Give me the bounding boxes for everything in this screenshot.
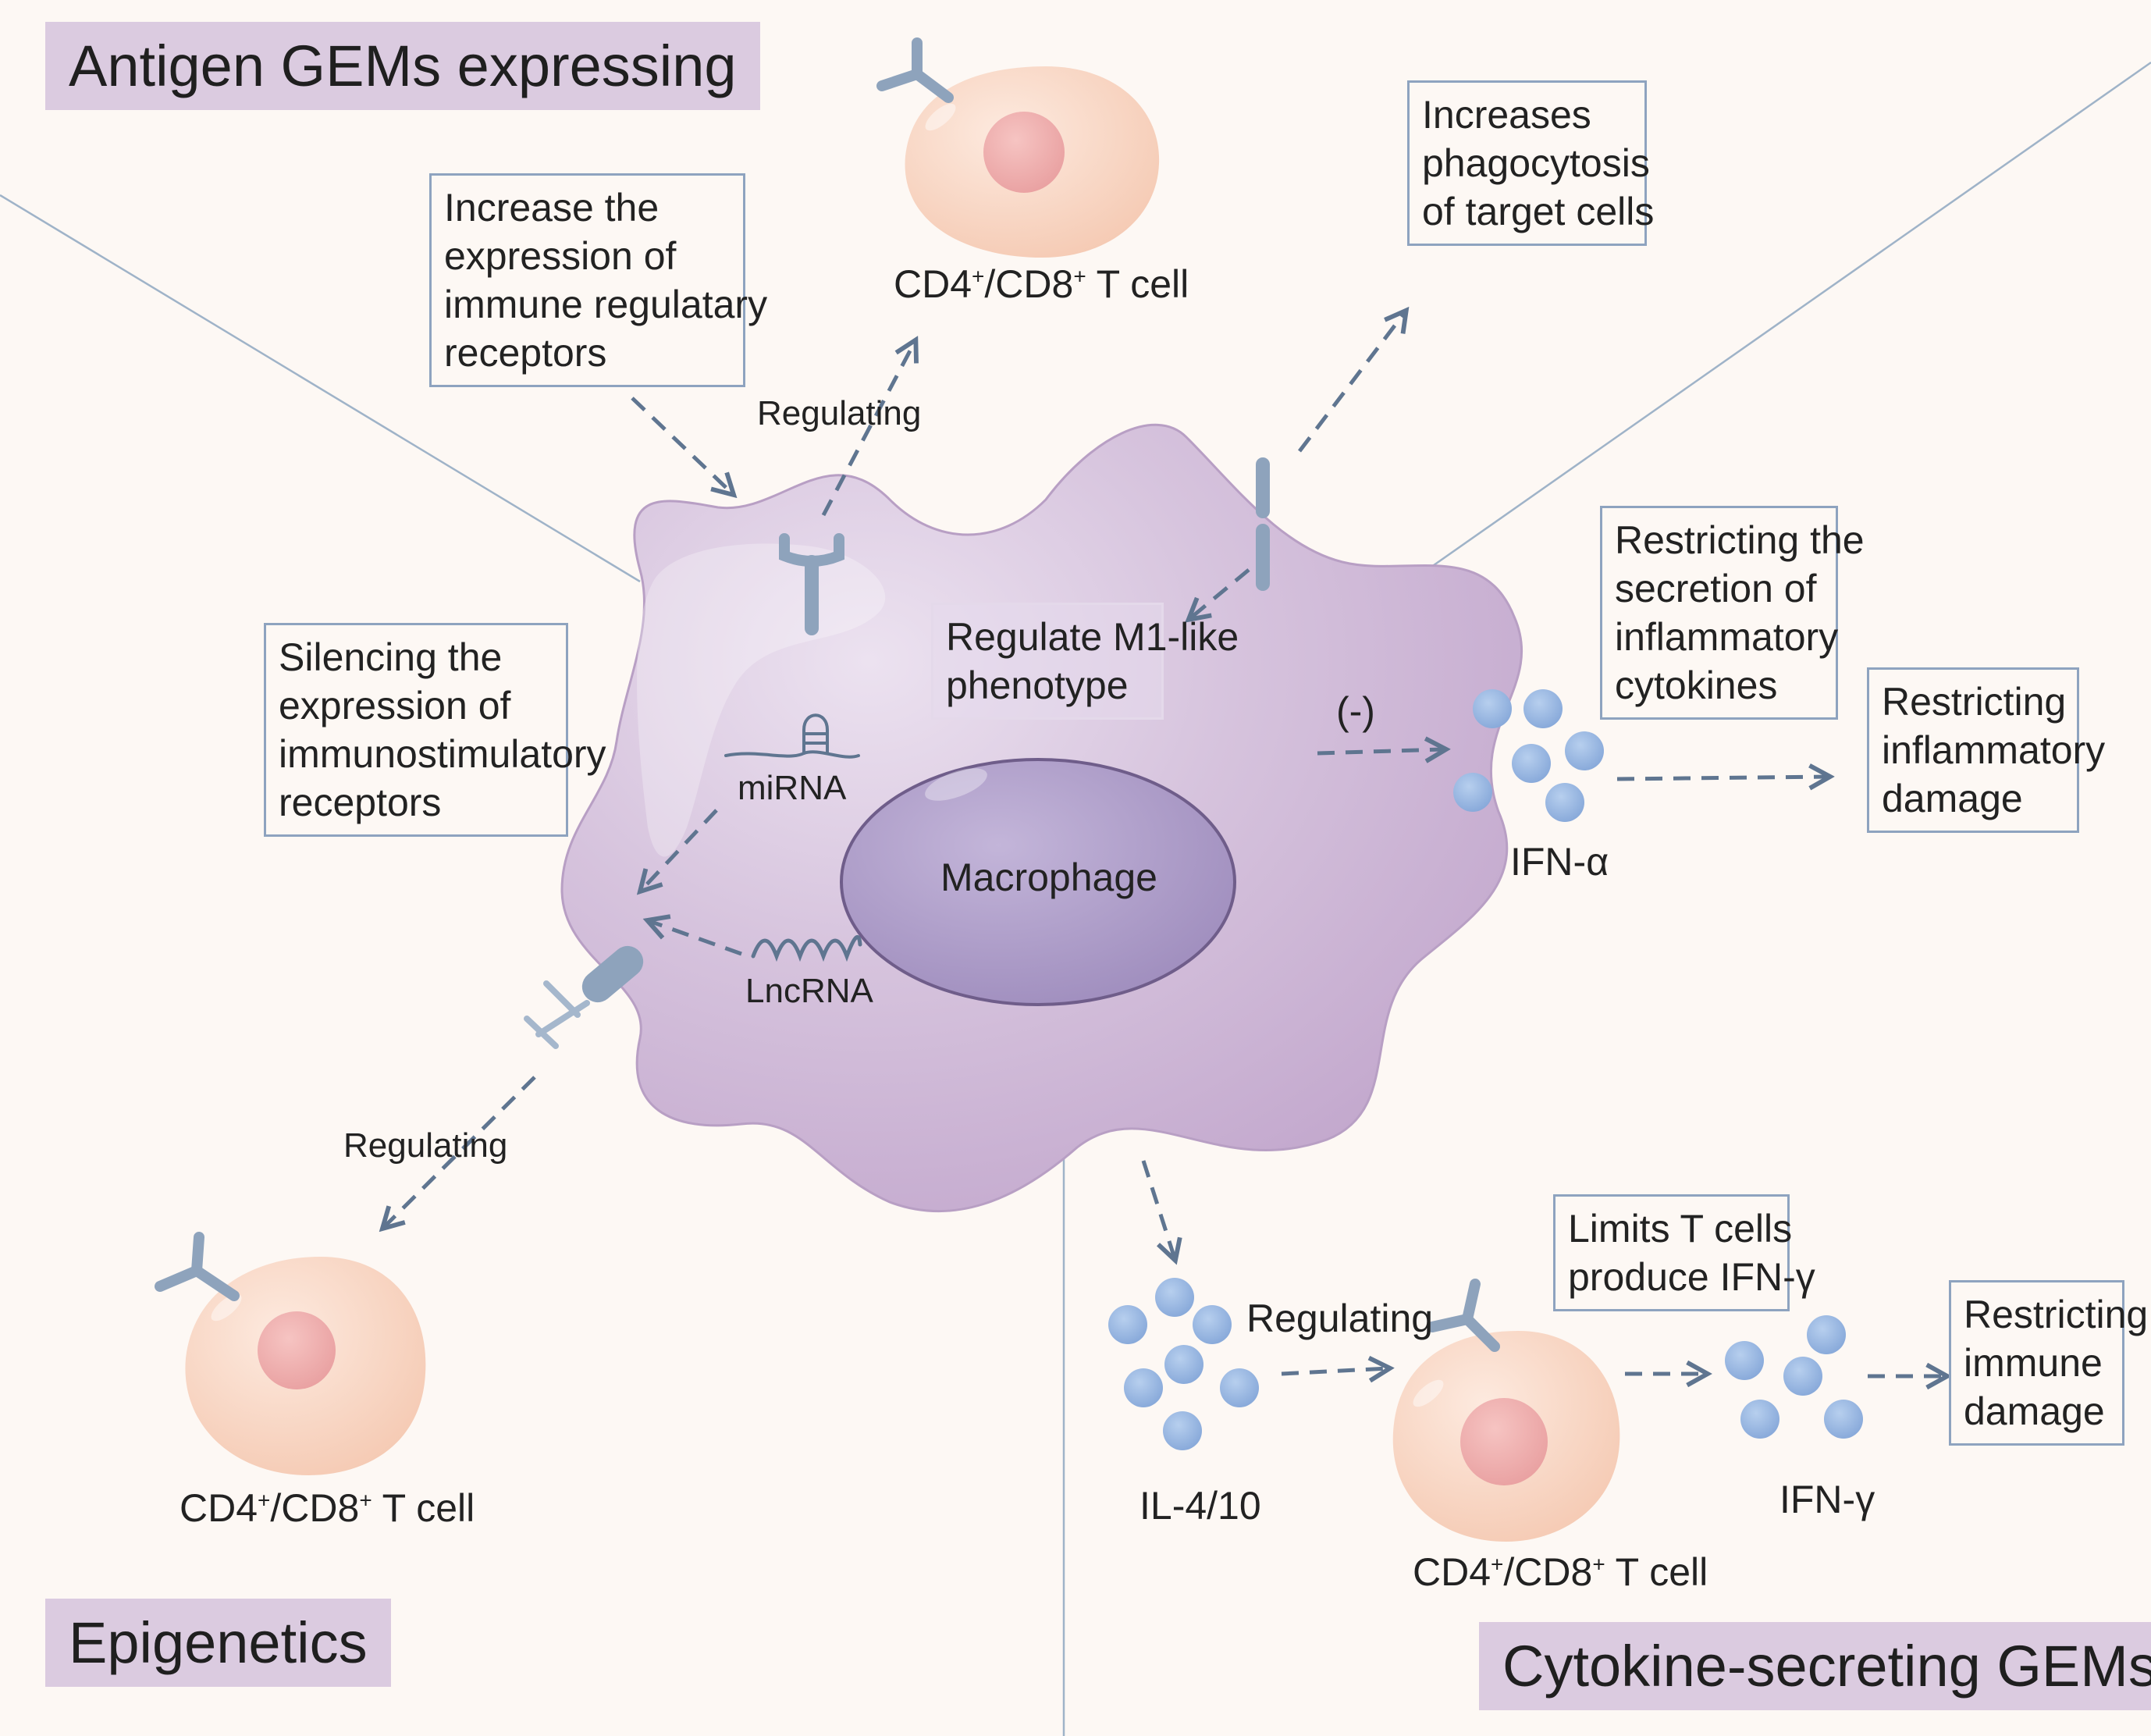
arrow-receptor-to-tcell-top bbox=[821, 342, 915, 517]
label-cd4: CD4 bbox=[1413, 1550, 1491, 1594]
label-t-cell: T cell bbox=[1615, 1550, 1708, 1594]
mirna-icon bbox=[724, 713, 860, 759]
note-line: secretion of bbox=[1615, 567, 1817, 610]
note-line: cytokines bbox=[1615, 663, 1778, 707]
note-line: produce IFN-γ bbox=[1568, 1255, 1815, 1299]
note-increase-expression: Increase the expression of immune regula… bbox=[429, 173, 768, 387]
note-line: immunostimulatory bbox=[279, 732, 606, 776]
t-cell-top bbox=[876, 37, 1160, 258]
arrow-receptor-to-m1 bbox=[1190, 568, 1250, 618]
note-line: damage bbox=[1964, 1389, 2105, 1433]
ifn-alpha-molecules bbox=[1453, 689, 1604, 822]
note-line: of target cells bbox=[1422, 190, 1655, 233]
macrophage-highlight bbox=[637, 543, 886, 857]
panel-label-cytokine: Cytokine-secreting GEMs bbox=[1479, 1622, 2151, 1710]
arrow-receptor-to-phagocytosis bbox=[1298, 312, 1405, 453]
arrow-inhibit-to-ifn-alpha bbox=[1317, 749, 1444, 753]
note-line: receptors bbox=[444, 331, 607, 375]
note-line: inflammatory bbox=[1615, 615, 1839, 659]
note-line: expression of bbox=[279, 684, 511, 727]
regulating-label-top: Regulating bbox=[757, 394, 922, 432]
ifn-alpha-label: IFN-α bbox=[1510, 840, 1609, 884]
note-limits-t-cells: Limits T cells produce IFN-γ bbox=[1553, 1194, 1815, 1311]
t-cell-right-label: CD4+/CD8+ T cell bbox=[1413, 1549, 1708, 1595]
label-t-cell: T cell bbox=[1096, 262, 1189, 306]
note-restricting-secretion: Restricting the secretion of inflammator… bbox=[1600, 506, 1865, 720]
note-silencing: Silencing the expression of immunostimul… bbox=[264, 623, 606, 837]
mirna-label: miRNA bbox=[738, 769, 847, 807]
lncrna-label: LncRNA bbox=[745, 972, 873, 1010]
label-cd8: /CD8 bbox=[1503, 1550, 1593, 1594]
lncrna-icon bbox=[751, 934, 862, 962]
note-line: Increases bbox=[1422, 93, 1591, 137]
arrow-il-to-tcell bbox=[1281, 1368, 1388, 1374]
note-line: Increase the bbox=[444, 186, 660, 229]
note-restricting-immune: Restricting immune damage bbox=[1949, 1280, 2149, 1446]
note-line: phenotype bbox=[946, 663, 1129, 707]
t-cell-top-label: CD4+/CD8+ T cell bbox=[894, 261, 1189, 307]
immunostimulatory-receptor bbox=[524, 945, 644, 1049]
label-cd8: /CD8 bbox=[984, 262, 1074, 306]
arrow-mirna-to-receptor bbox=[642, 809, 718, 890]
divider-line-right bbox=[1404, 61, 2151, 587]
divider-line-left bbox=[0, 194, 641, 583]
label-plus: + bbox=[972, 264, 985, 289]
note-line: damage bbox=[1882, 777, 2023, 820]
inhibit-label: (-) bbox=[1336, 689, 1375, 733]
arrow-increase-to-receptor bbox=[631, 397, 732, 493]
note-line: immune regulatary bbox=[444, 283, 768, 326]
t-cell-bottom-right bbox=[1392, 1279, 1620, 1542]
regulating-label-left: Regulating bbox=[343, 1126, 508, 1165]
ifn-gamma-molecules bbox=[1725, 1315, 1863, 1439]
note-line: expression of bbox=[444, 234, 677, 278]
macrophage-label: Macrophage bbox=[940, 856, 1157, 899]
arrow-ifn-alpha-to-damage bbox=[1616, 777, 1828, 779]
panel-label-antigen: Antigen GEMs expressing bbox=[45, 22, 760, 110]
t-cell-left-label: CD4+/CD8+ T cell bbox=[180, 1485, 475, 1531]
label-plus: + bbox=[1592, 1552, 1605, 1577]
label-t-cell: T cell bbox=[382, 1486, 475, 1530]
note-line: Silencing the bbox=[279, 635, 503, 679]
note-m1-phenotype: Regulate M1-like phenotype bbox=[931, 603, 1239, 720]
arrow-receptor-to-tcell-left bbox=[384, 1076, 536, 1227]
label-plus: + bbox=[1073, 264, 1086, 289]
note-line: Restricting bbox=[1964, 1293, 2149, 1336]
il-4-10-label: IL-4/10 bbox=[1139, 1484, 1261, 1528]
label-cd8: /CD8 bbox=[270, 1486, 360, 1530]
note-line: Regulate M1-like bbox=[946, 615, 1239, 659]
note-line: Restricting bbox=[1882, 680, 2067, 724]
nucleus-highlight bbox=[925, 768, 987, 801]
note-line: inflammatory bbox=[1882, 728, 2106, 772]
regulating-label-bottom: Regulating bbox=[1246, 1297, 1434, 1340]
label-cd4: CD4 bbox=[894, 262, 972, 306]
il-4-10-molecules bbox=[1108, 1278, 1259, 1450]
note-line: Limits T cells bbox=[1568, 1207, 1793, 1250]
label-cd4: CD4 bbox=[180, 1486, 258, 1530]
immune-regulatory-receptor bbox=[779, 533, 844, 635]
t-cell-bottom-left bbox=[155, 1232, 426, 1475]
label-plus: + bbox=[359, 1488, 372, 1513]
note-line: receptors bbox=[279, 781, 442, 824]
arrow-macrophage-to-il bbox=[1141, 1160, 1175, 1258]
label-plus: + bbox=[258, 1488, 271, 1513]
note-restricting-inflammatory: Restricting inflammatory damage bbox=[1867, 667, 2106, 833]
label-plus: + bbox=[1491, 1552, 1504, 1577]
panel-label-epigenetics: Epigenetics bbox=[45, 1599, 391, 1687]
macrophage-nucleus bbox=[840, 758, 1236, 1006]
note-phagocytosis: Increases phagocytosis of target cells bbox=[1407, 80, 1655, 246]
ifn-gamma-label: IFN-γ bbox=[1779, 1478, 1875, 1521]
note-line: Restricting the bbox=[1615, 518, 1865, 562]
note-line: phagocytosis bbox=[1422, 141, 1650, 185]
note-line: immune bbox=[1964, 1341, 2103, 1385]
arrow-lncrna-to-receptor bbox=[649, 921, 742, 956]
